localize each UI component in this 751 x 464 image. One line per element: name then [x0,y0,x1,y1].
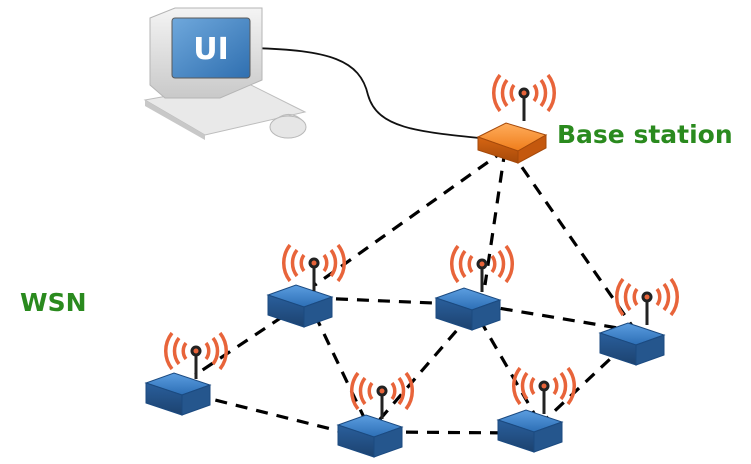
radio-signal-icon [163,331,229,381]
network-links [194,148,637,437]
sensor-node-icon [435,244,515,331]
link-base-node2 [483,149,507,286]
sensor-node-icon [599,277,680,366]
radio-signal-icon [614,277,680,327]
sensor-node-icon [145,331,229,416]
sensor-node-icon [497,366,577,453]
radio-signal-icon [281,243,347,293]
base-station-icon [476,73,557,164]
link-node2-node3 [479,303,631,332]
link-node4-node5 [194,393,356,437]
computer-cable [251,47,501,141]
link-node1-node5 [313,314,372,431]
radio-signal-icon [491,73,557,123]
wsn-label: WSN [20,288,87,317]
link-node3-node6 [543,343,627,422]
radio-signal-icon [511,366,577,416]
link-node2-node5 [373,313,472,427]
ui-label: UI [193,32,229,67]
sensor-node-icon [267,243,347,328]
base-station-label: Base station [557,120,733,149]
sensor-node-icon [337,371,415,458]
computer-terminal-icon [143,7,307,140]
radio-signal-icon [449,244,515,294]
link-node2-node6 [478,319,537,416]
link-base-node3 [508,149,637,331]
link-base-node1 [314,148,506,287]
